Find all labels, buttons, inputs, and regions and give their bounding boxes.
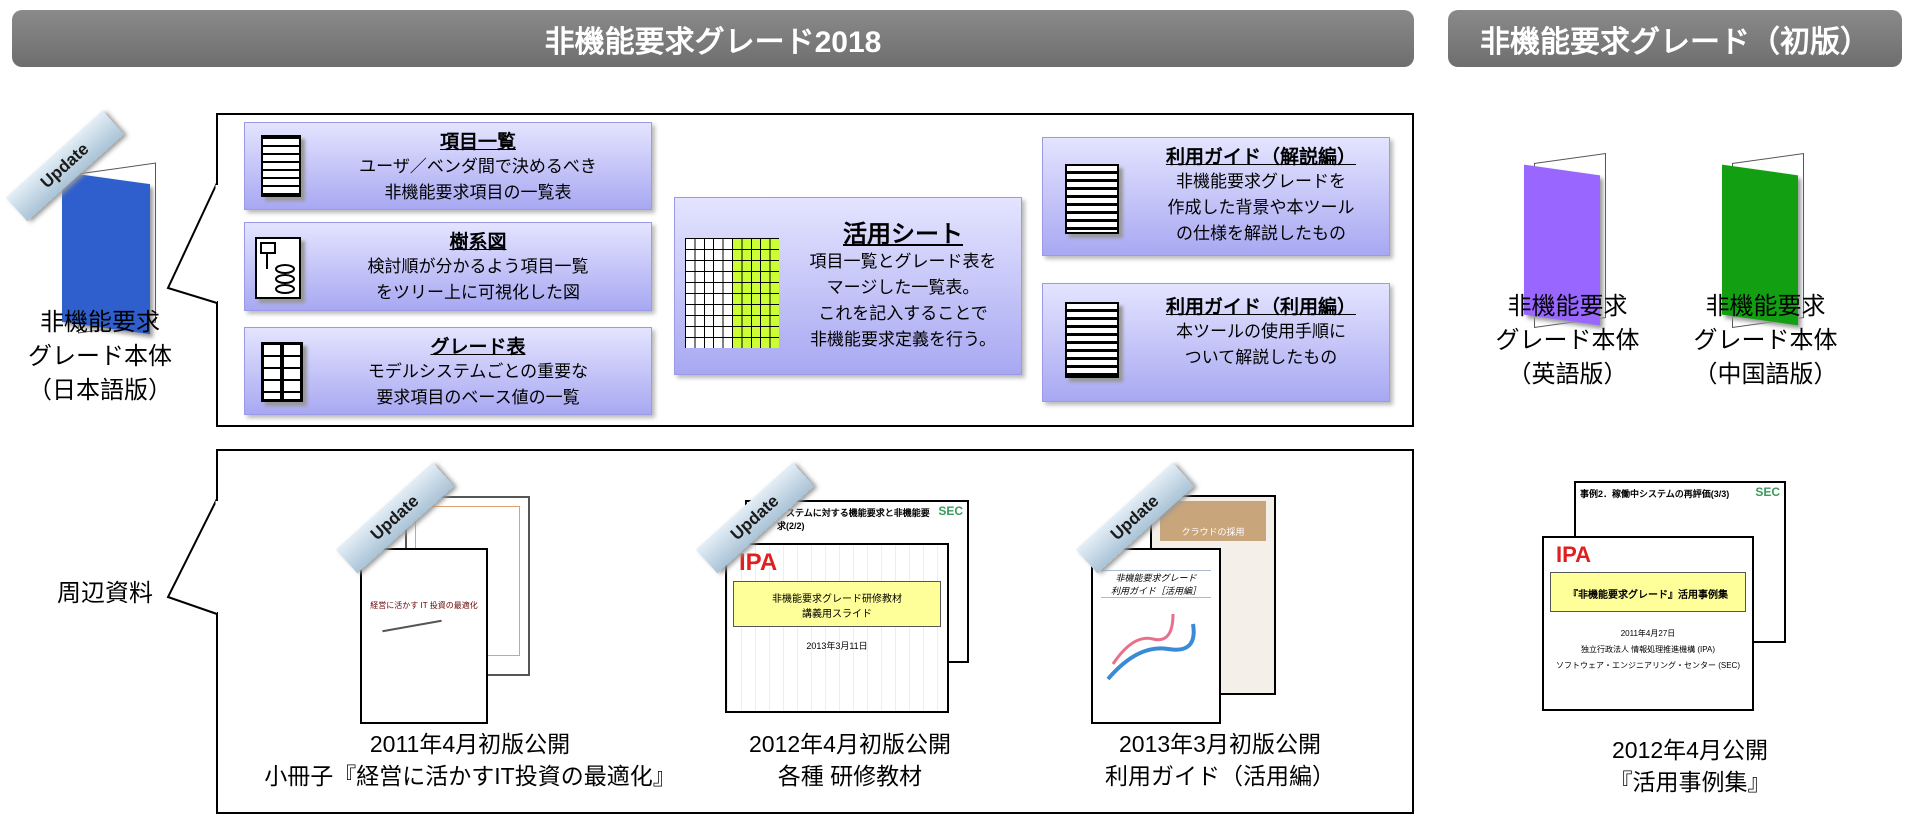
document-icon [1065, 302, 1119, 378]
booklet-caption: 2011年4月初版公開小冊子『経営に活かすIT投資の最適化』 [264, 731, 676, 789]
header-grade-first-edition: 非機能要求グレード（初版） [1448, 10, 1902, 67]
card-utilization-sheet[interactable]: 活用シート項目一覧とグレード表をマージした一覧表。これを記入することで非機能要求… [674, 197, 1022, 375]
grid-icon [261, 342, 303, 402]
callout-pointer [166, 498, 219, 615]
table-icon [261, 135, 301, 197]
spreadsheet-icon [685, 238, 779, 348]
header-grade-2018: 非機能要求グレード2018 [12, 10, 1414, 67]
training-slide-front: IPA 非機能要求グレード研修教材講義用スライド 2013年3月11日 [725, 543, 949, 713]
book-japanese-label: 非機能要求グレード本体（日本語版） [28, 309, 172, 404]
casebook-front: IPA 『非機能要求グレード』活用事例集 2011年4月27日独立行政法人 情報… [1542, 536, 1754, 711]
callout-pointer [166, 182, 219, 304]
related-materials-label: 周辺資料 [57, 580, 153, 607]
card-guide-usage[interactable]: 利用ガイド（利用編）本ツールの使用手順について解説したもの [1042, 283, 1390, 402]
guide-caption: 2013年3月初版公開利用ガイド（活用編） [1105, 731, 1335, 789]
guide-cover: 非機能要求グレード利用ガイド［活用編］ [1091, 548, 1221, 724]
casebook-caption: 2012年4月公開『活用事例集』 [1609, 737, 1771, 795]
training-caption: 2012年4月初版公開各種 研修教材 [749, 731, 951, 789]
card-grade-table[interactable]: グレード表モデルシステムごとの重要な要求項目のベース値の一覧 [244, 327, 652, 415]
card-guide-explanation[interactable]: 利用ガイド（解説編）非機能要求グレードを作成した背景や本ツールの仕様を解説したも… [1042, 137, 1390, 256]
book-chinese-label: 非機能要求グレード本体（中国語版） [1693, 293, 1838, 388]
card-tree-diagram[interactable]: 樹系図検討順が分かるよう項目一覧をツリー上に可視化した図 [244, 222, 652, 311]
booklet-cover: 経営に活かす IT 投資の最適化 [360, 548, 488, 724]
card-item-list[interactable]: 項目一覧ユーザ／ベンダ間で決めるべき非機能要求項目の一覧表 [244, 122, 652, 210]
tree-diagram-icon [255, 237, 301, 299]
book-english-label: 非機能要求グレード本体（英語版） [1495, 293, 1640, 388]
document-icon [1065, 164, 1119, 234]
